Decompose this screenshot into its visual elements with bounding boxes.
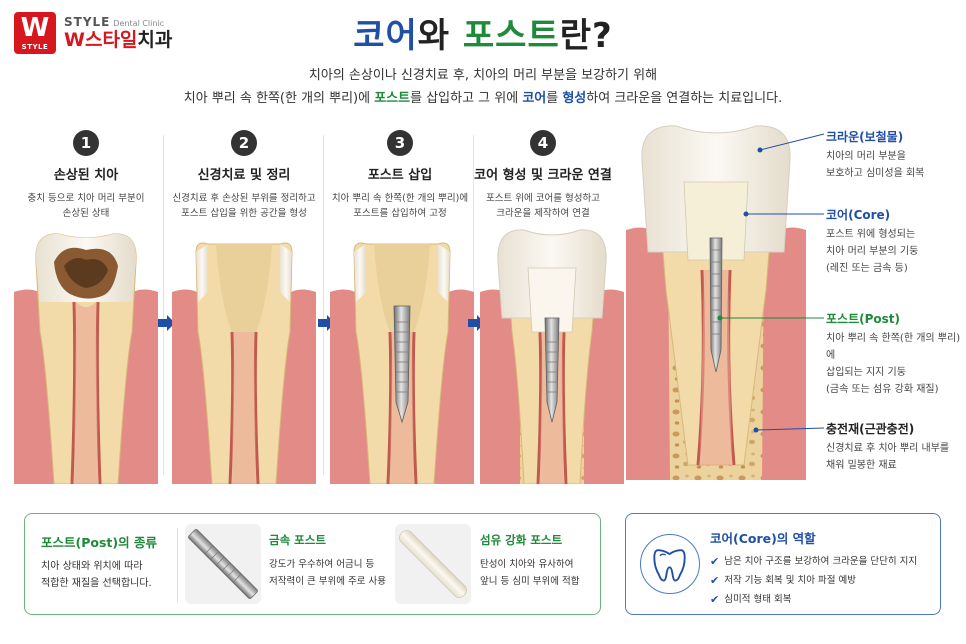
- label-filling: 충전재(근관충전): [826, 422, 915, 436]
- check-icon: ✔: [710, 574, 720, 587]
- fiber-post-title: 섬유 강화 포스트: [480, 533, 563, 547]
- label-post: 포스트(Post): [826, 312, 901, 326]
- cleaned-tooth-illustration: [172, 242, 316, 484]
- check-icon: ✔: [710, 593, 720, 606]
- anatomy-tooth-illustration: [626, 125, 806, 480]
- subtitle-line-1: 치아의 손상이나 신경치료 후, 치아의 머리 부분을 보강하기 위해: [308, 68, 658, 83]
- tooth-icon: [640, 534, 700, 594]
- damaged-tooth-illustration: [14, 233, 158, 484]
- fiber-post-image: [395, 524, 471, 604]
- page-title: 코어와 포스트란?: [353, 16, 613, 56]
- label-core: 코어(Core): [826, 208, 891, 222]
- label-leader-lines: [717, 133, 825, 433]
- list-item: ✔남은 치아 구조를 보강하여 크라운을 단단히 지지: [710, 552, 917, 571]
- clinic-name: W스타일치과: [64, 29, 173, 51]
- list-item: ✔심미적 형태 회복: [710, 590, 917, 609]
- crowned-tooth-illustration: [480, 229, 624, 484]
- list-item: ✔저작 기능 회복 및 치아 파절 예방: [710, 571, 917, 590]
- check-icon: ✔: [710, 555, 720, 568]
- core-role-panel: 코어(Core)의 역할 ✔남은 치아 구조를 보강하여 크라운을 단단히 지지…: [625, 513, 941, 615]
- post-inserted-tooth-illustration: [330, 242, 474, 484]
- metal-post-image: [185, 524, 261, 604]
- logo-mark: W STYLE: [14, 12, 56, 54]
- subtitle-line-2: 치아 뿌리 속 한쪽(한 개의 뿌리)에 포스트를 삽입하고 그 위에 코어를 …: [183, 91, 783, 106]
- metal-post-title: 금속 포스트: [269, 533, 326, 547]
- arrow-right-icon: [158, 315, 175, 331]
- label-crown: 크라운(보철물): [826, 130, 904, 144]
